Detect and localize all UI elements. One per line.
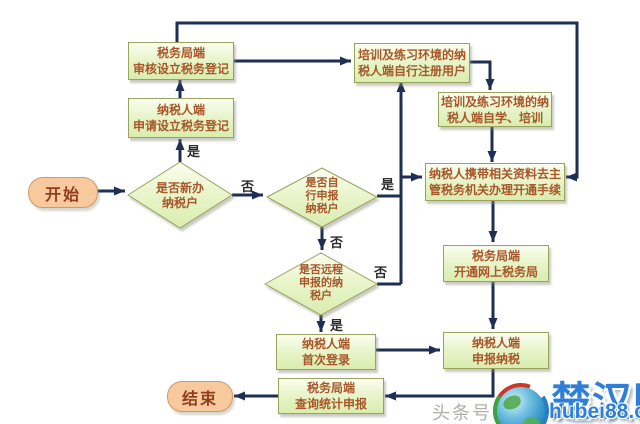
decision-remote-declare-label: 是否远程 申报的纳 税户 (299, 264, 343, 302)
edge-label-d3-yes: 是 (330, 318, 344, 333)
site-watermark-brand: 楚汉网 (551, 380, 640, 424)
start-terminal: 开始 (28, 177, 98, 208)
edge-label-d1-no: 否 (241, 179, 255, 194)
process-bring-documents-to-tax-office: 纳税人携带相关资料去主 管税务机关办理开通手续 (425, 163, 565, 201)
process-first-login: 纳税人端 首次登录 (276, 334, 376, 370)
edge-label-d1-yes: 是 (187, 144, 201, 159)
decision-self-declare-shape (265, 167, 379, 228)
edge-label-d3-no: 否 (374, 265, 388, 280)
decision-new-taxpayer-shape (127, 161, 233, 229)
process-declare-and-pay-tax: 纳税人端 申报纳税 (443, 332, 549, 369)
decision-remote-declare-shape (263, 252, 379, 316)
end-terminal: 结束 (167, 381, 233, 412)
process-open-online-tax-bureau: 税务局端 开通网上税务局 (443, 245, 549, 282)
process-audit-tax-registration: 税务局端 审核设立税务登记 (128, 42, 234, 80)
faint-source-text: 头条号 (432, 403, 492, 423)
edge-label-d2-no: 否 (330, 235, 344, 250)
decision-self-declare-label: 是否自 行申报 纳税户 (305, 177, 339, 215)
decision-new-taxpayer-label: 是否新办 纳税户 (155, 181, 204, 210)
edge-reguser-to-selfstudy (468, 60, 495, 90)
process-training-env-register-user: 培训及练习环境的纳 税人端自行注册用户 (354, 43, 470, 83)
edge-declare-to-querystats (385, 367, 495, 401)
process-apply-tax-registration: 纳税人端 申请设立税务登记 (128, 98, 234, 138)
edge-label-d2-yes: 是 (381, 177, 395, 192)
process-training-env-self-study: 培训及练习环境的纳 税人端自学、培训 (438, 92, 552, 127)
start-label: 开始 (44, 186, 81, 204)
globe-sphere (497, 387, 545, 424)
process-query-declaration-statistics: 税务局端 查询统计申报 (278, 378, 384, 414)
end-label: 结束 (181, 390, 218, 408)
globe-logo-icon (483, 373, 559, 424)
edge-audit-top-to-bringdocs (175, 21, 579, 182)
site-watermark-url: hubei88.com (549, 400, 640, 423)
